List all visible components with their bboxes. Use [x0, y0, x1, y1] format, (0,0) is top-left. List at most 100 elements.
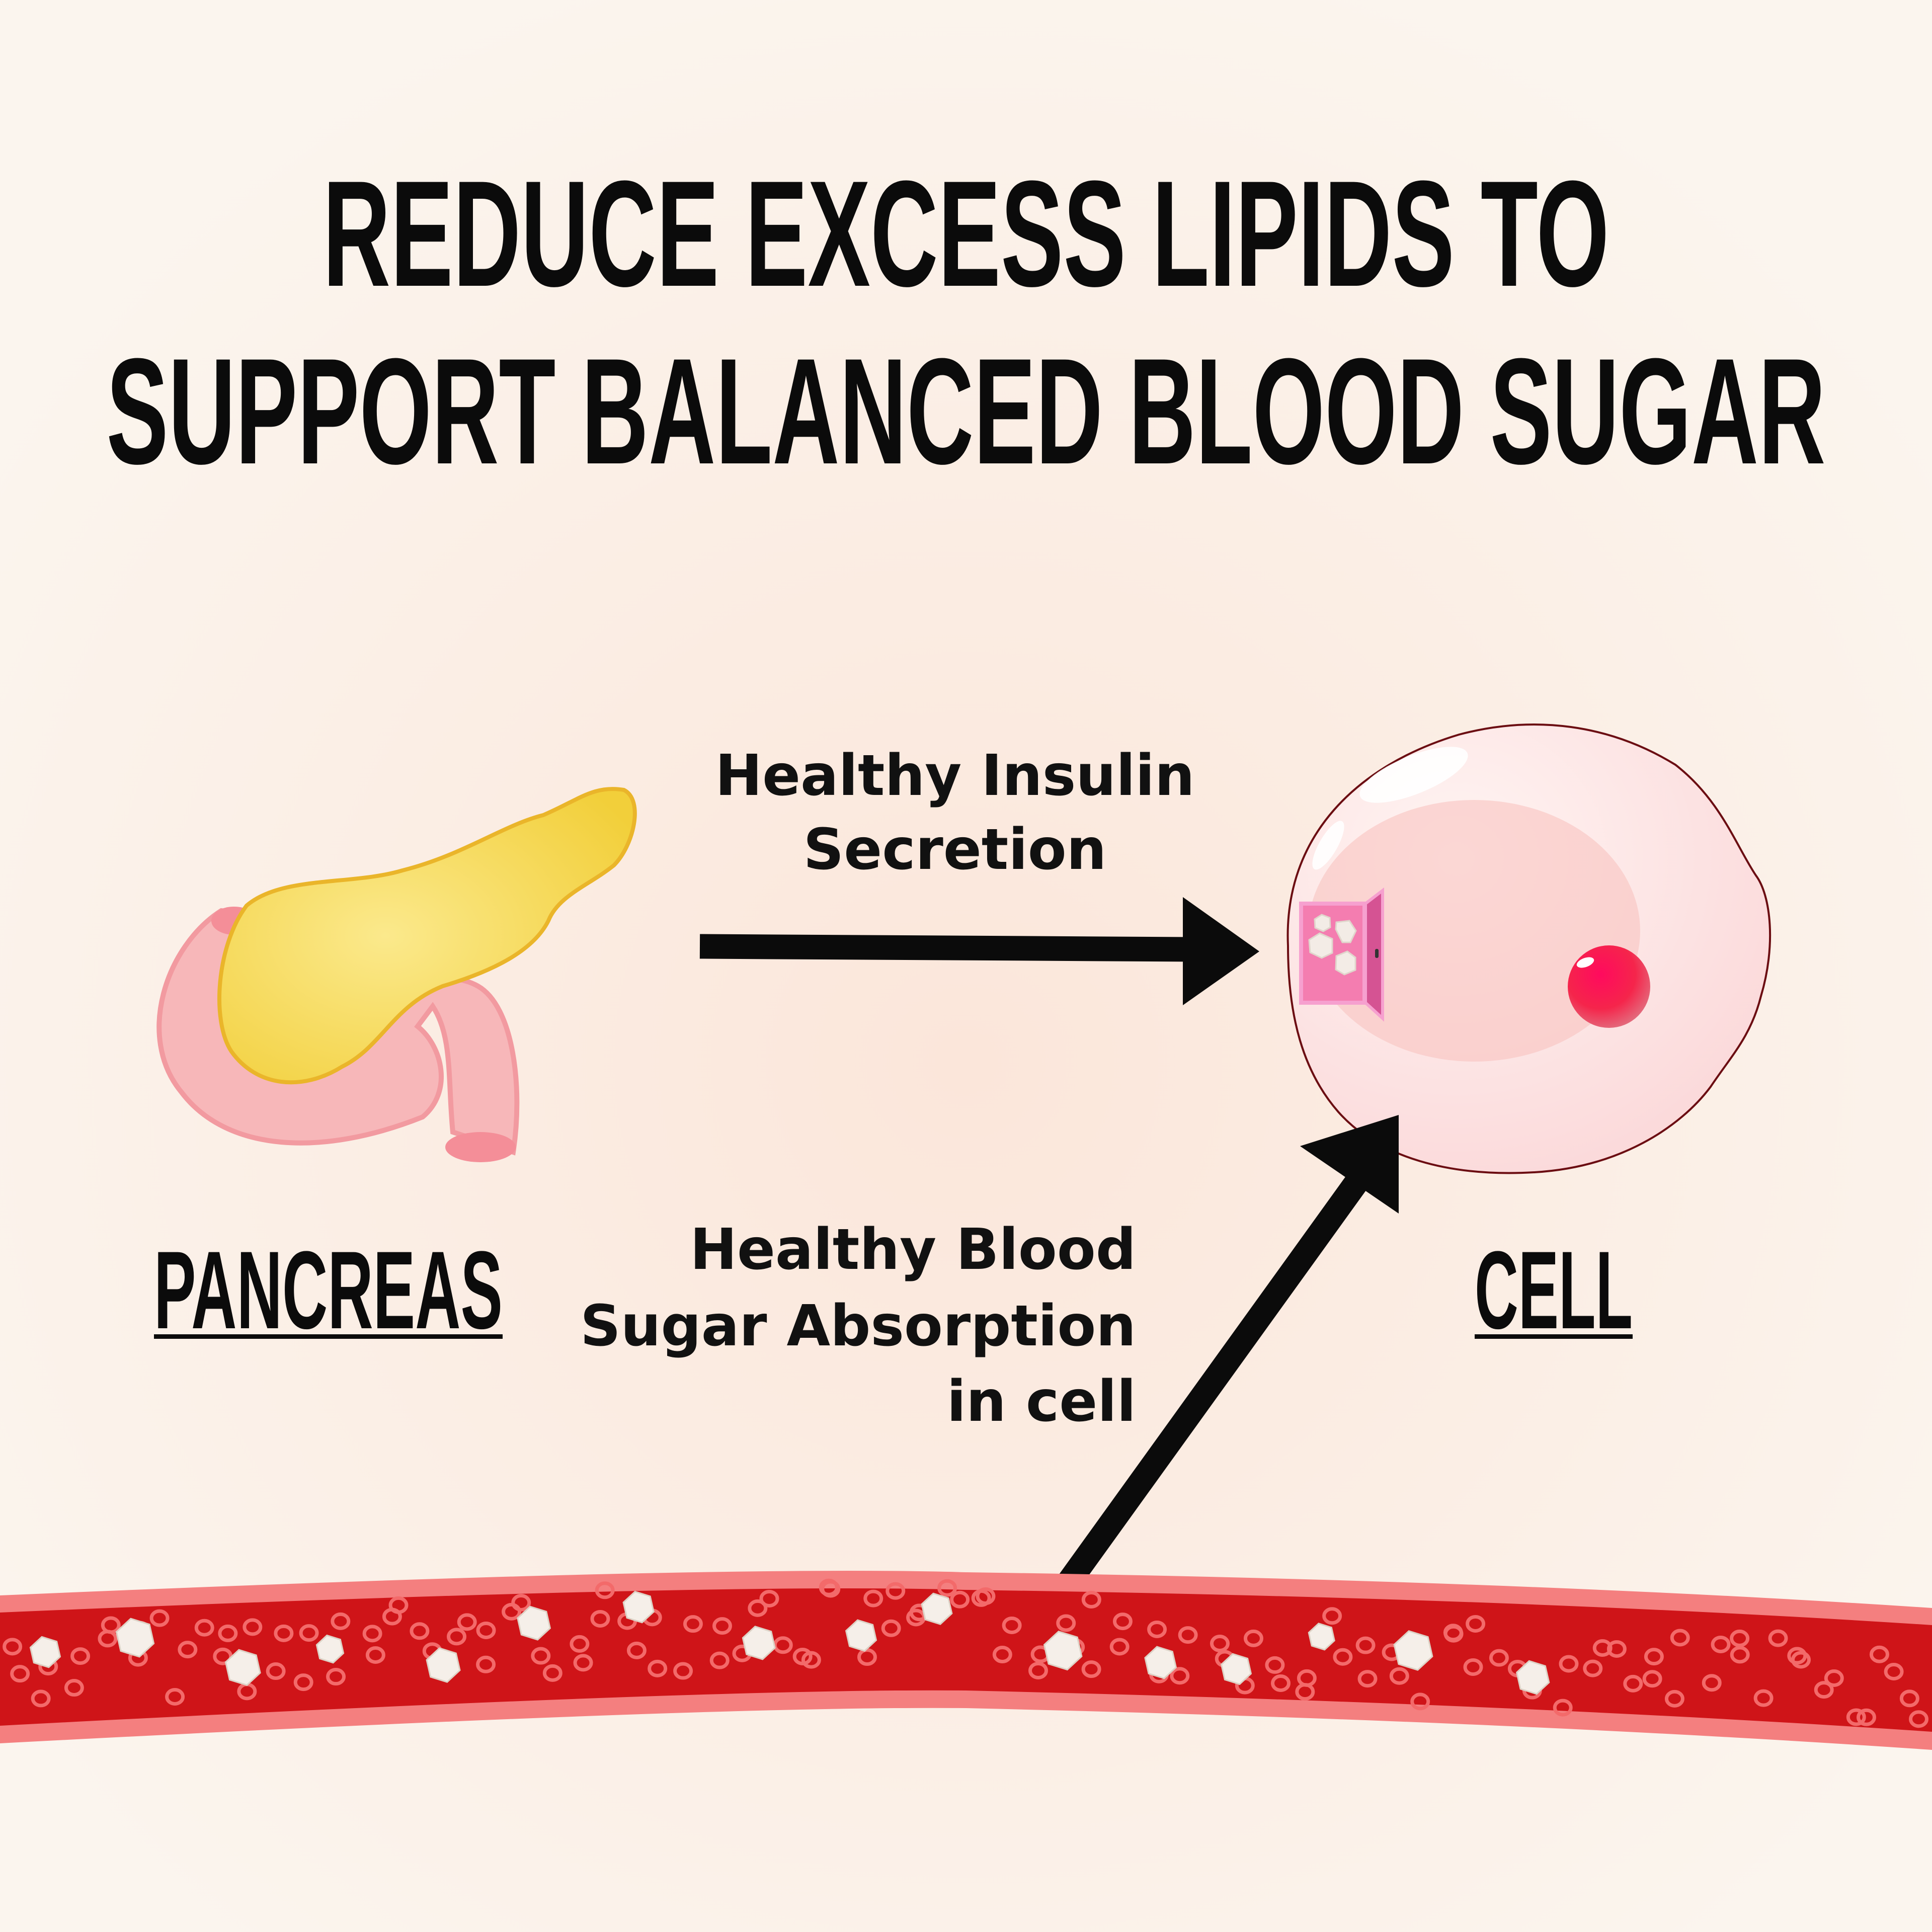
red-blood-cell [950, 1590, 970, 1608]
red-blood-cell [1664, 1689, 1684, 1708]
red-blood-cell [502, 1602, 522, 1621]
insulin-label-line-2: Secretion [803, 817, 1107, 882]
red-blood-cell [1553, 1699, 1573, 1717]
cell-label: CELL [1475, 1228, 1633, 1352]
red-blood-cell [1869, 1645, 1889, 1663]
red-blood-cell [194, 1619, 214, 1637]
red-blood-cell [1583, 1659, 1603, 1677]
title-line-2: SUPPORT BALANCED BLOOD SUGAR [107, 327, 1826, 496]
red-blood-cell [1856, 1708, 1876, 1726]
red-blood-cell [1109, 1638, 1130, 1656]
red-blood-cell [1730, 1629, 1750, 1647]
red-blood-cell [1463, 1658, 1483, 1676]
red-blood-cell [165, 1688, 185, 1706]
red-blood-cell [1333, 1648, 1353, 1666]
red-blood-cell [937, 1579, 957, 1597]
red-blood-cell [1787, 1647, 1807, 1665]
absorption-label-line-2: Sugar Absorption [580, 1294, 1136, 1359]
pancreas-illustration [156, 787, 637, 1162]
red-blood-cell [1112, 1613, 1133, 1631]
red-blood-cell [1559, 1655, 1579, 1673]
sugar-cube [29, 1636, 61, 1668]
pancreas-label: PANCREAS [154, 1228, 503, 1352]
red-blood-cell [31, 1689, 51, 1708]
red-blood-cell [1210, 1635, 1230, 1653]
red-blood-cell [819, 1578, 839, 1596]
red-blood-cell [748, 1599, 768, 1617]
red-blood-cell [1592, 1639, 1613, 1657]
red-blood-cell [1355, 1636, 1376, 1654]
red-blood-cell [712, 1617, 732, 1635]
red-blood-cell [476, 1655, 496, 1673]
red-blood-cell [1884, 1662, 1904, 1680]
red-blood-cell [759, 1589, 779, 1607]
red-blood-cell [857, 1648, 877, 1666]
red-blood-cell [1002, 1616, 1022, 1634]
sugar-cube [1308, 1623, 1335, 1651]
red-blood-cell [1753, 1689, 1774, 1707]
absorption-label-line-1: Healthy Blood [690, 1217, 1136, 1282]
red-blood-cell [365, 1646, 385, 1664]
red-blood-cell [683, 1615, 703, 1633]
red-blood-cell [293, 1673, 313, 1692]
red-blood-cell [326, 1668, 346, 1686]
red-blood-cell [70, 1647, 91, 1665]
pancreas-underline [154, 1334, 503, 1339]
sugar-cube [1144, 1646, 1177, 1679]
red-blood-cell [410, 1622, 430, 1640]
red-blood-cell [178, 1641, 198, 1659]
red-blood-cell [3, 1638, 23, 1656]
red-blood-cell [1297, 1669, 1317, 1687]
red-blood-cell [1270, 1674, 1291, 1692]
red-blood-cell [476, 1621, 496, 1639]
red-blood-cell [1909, 1710, 1929, 1728]
sugar-cube [426, 1647, 461, 1683]
nucleus [1568, 945, 1650, 1028]
red-blood-cell [971, 1589, 991, 1607]
red-blood-cell [1702, 1674, 1722, 1692]
sugar-cube [845, 1619, 877, 1652]
cell-door [1364, 887, 1384, 1022]
red-blood-cell [1824, 1669, 1844, 1687]
red-blood-cell [457, 1613, 477, 1631]
red-blood-cell [447, 1628, 467, 1646]
red-blood-cell [1410, 1693, 1430, 1711]
red-blood-cell [1147, 1620, 1167, 1638]
red-blood-cell [1389, 1667, 1409, 1685]
red-blood-cell [590, 1609, 610, 1628]
red-blood-cell [570, 1635, 590, 1653]
red-blood-cell [1081, 1660, 1101, 1678]
red-blood-cell [1081, 1590, 1101, 1608]
red-blood-cell [1846, 1708, 1866, 1726]
red-blood-cell [1768, 1629, 1788, 1647]
red-blood-cell [243, 1618, 263, 1636]
red-blood-cell [531, 1647, 551, 1665]
red-blood-cell [1028, 1661, 1049, 1679]
sugar-cube [115, 1618, 155, 1658]
red-blood-cell [362, 1625, 382, 1643]
red-blood-cell [1357, 1670, 1378, 1688]
red-blood-cell [1670, 1629, 1690, 1647]
insulin-arrow [699, 897, 1259, 1005]
red-blood-cell [886, 1582, 906, 1600]
red-blood-cell [10, 1665, 30, 1683]
sugar-cube [1220, 1653, 1252, 1685]
sugar-cube [224, 1649, 261, 1686]
red-blood-cell [1730, 1646, 1750, 1664]
red-blood-cell [299, 1624, 319, 1642]
sugar-cubes-in-cell [1308, 914, 1357, 976]
cytoplasm [1308, 800, 1640, 1062]
red-blood-cell [709, 1651, 730, 1669]
red-blood-cell [595, 1581, 615, 1599]
blood-cells-and-sugar [3, 1578, 1929, 1728]
sugar-cube [1516, 1660, 1550, 1695]
red-blood-cell [1899, 1689, 1919, 1708]
red-blood-cell [1466, 1615, 1486, 1633]
red-blood-cell [1644, 1648, 1664, 1666]
red-blood-cell [1443, 1625, 1464, 1643]
cell-illustration [1286, 723, 1772, 1174]
red-blood-cell [1170, 1667, 1190, 1685]
sugar-cube [517, 1605, 551, 1641]
sugar-cube [622, 1590, 655, 1624]
